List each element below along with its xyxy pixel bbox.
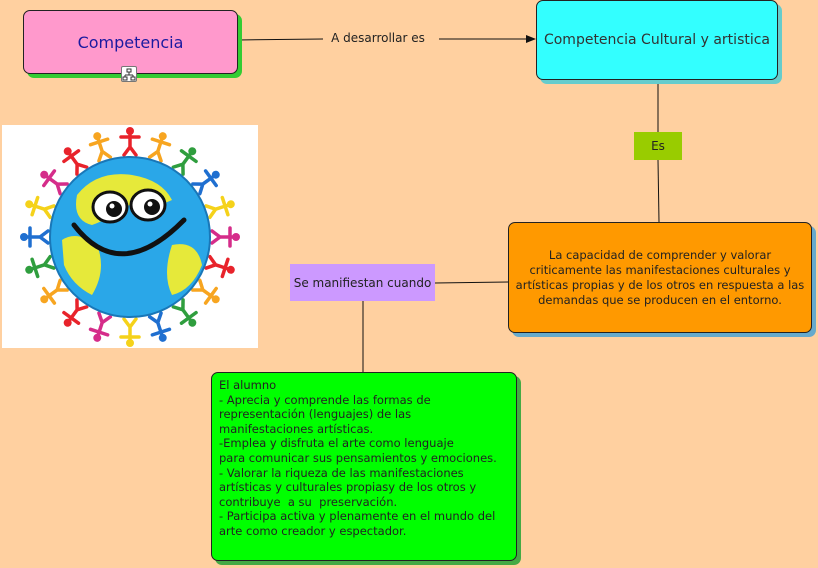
alumno-line: representación (lenguajes) de las [219,407,412,422]
person-figure [204,254,235,279]
person-figure [62,298,89,327]
alumno-line: artísticas y culturales propiasy de los … [219,480,477,495]
alumno-line: contribuye a su preservación. [219,494,398,509]
globe-smile [71,217,187,257]
node-competencia-cultural[interactable]: Competencia Cultural y artistica [536,0,778,80]
globe-land [62,236,101,295]
alumno-line: arte como creador y espectador. [219,523,407,538]
globe-pupil-right [144,199,160,215]
alumno-line: - Aprecia y comprende las formas de [219,392,431,407]
node-competencia-cultural-text: Competencia Cultural y artistica [543,32,771,48]
node-definicion-text: La capacidad de comprender y valorar cri… [515,247,805,307]
node-competencia-text: Competencia [77,32,184,52]
person-figure [191,278,220,305]
link-label-es: Es [634,132,682,160]
link-label-desarrollar-text: A desarrollar es [331,31,425,45]
node-alumno[interactable]: El alumno - Aprecia y comprende las form… [211,372,517,561]
person-figure [20,226,50,248]
alumno-line: - Participa activa y plenamente en el mu… [219,509,496,524]
node-definicion[interactable]: La capacidad de comprender y valorar cri… [508,222,812,333]
person-figure [88,132,113,163]
person-figure [171,147,198,176]
globe-land [167,244,202,295]
sitemap-icon-glyph [122,68,136,81]
person-figure [119,127,141,157]
person-figure [191,169,220,196]
globe-eye-shine [109,203,115,209]
person-figure [62,147,89,176]
alumno-line: para comunicar sus pensamientos y emocio… [219,450,497,465]
person-figure [204,195,235,220]
earth-illustration [20,127,240,347]
person-figure [40,278,69,305]
link-label-es-text: Es [651,139,665,153]
smiling-earth-with-people-image [2,125,258,348]
alumno-line: -Emplea y disfruta el arte como lenguaje [219,436,454,451]
link-label-manifiestan: Se manifiestan cuando [290,264,435,301]
person-figure [88,311,113,342]
person-figure [147,311,172,342]
alumno-line: El alumno [219,378,277,392]
link-label-manifiestan-text: Se manifiestan cuando [293,275,432,290]
person-figure [40,169,69,196]
person-figure [171,298,198,327]
alumno-line: manifestaciones artísticas. [219,421,374,436]
sitemap-icon[interactable] [121,66,137,82]
line-competencia-to-label [237,38,324,41]
person-figure [25,254,56,279]
person-figure [147,132,172,163]
line-definicion-to-manifiestan [434,281,509,284]
node-competencia[interactable]: Competencia [23,10,238,74]
ring-of-people [20,127,240,347]
globe-pupil-left [106,201,122,217]
line-es-to-definicion [657,159,660,223]
globe-eye-shine [147,201,153,207]
alumno-line: - Valorar la riqueza de las manifestacio… [219,465,464,480]
person-figure [119,317,141,347]
link-label-desarrollar: A desarrollar es [323,29,433,47]
person-figure [25,195,56,220]
person-figure [210,226,240,248]
